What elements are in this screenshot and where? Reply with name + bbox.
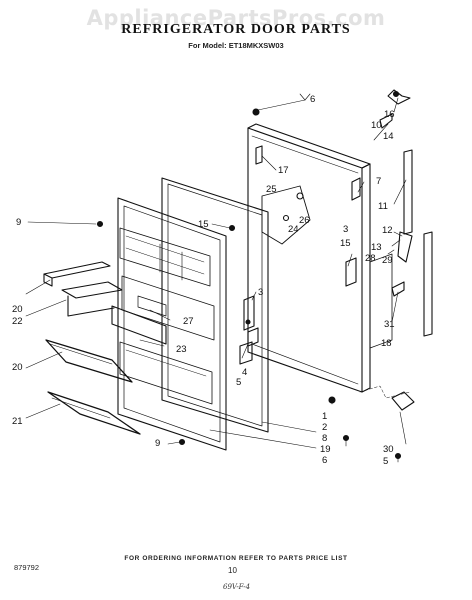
callout-17: 17 — [278, 165, 289, 176]
outer-door-panel — [247, 123, 371, 393]
callout-4: 4 — [242, 367, 247, 378]
leader-lines — [25, 93, 407, 463]
callout-28: 28 — [365, 253, 376, 264]
watermark: AppliancePartsPros.com — [86, 6, 386, 30]
callout-24: 24 — [288, 224, 299, 235]
ordering-info-note: FOR ORDERING INFORMATION REFER TO PARTS … — [124, 555, 348, 562]
door-handle-bracket — [239, 145, 361, 365]
callout-12: 12 — [382, 225, 393, 236]
inner-door-liner — [117, 197, 227, 451]
callout-7: 7 — [376, 176, 381, 187]
callout-15: 15 — [198, 219, 209, 230]
callout-11: 11 — [378, 201, 388, 212]
callout-6-lower: 6 — [322, 455, 327, 466]
callout-23: 23 — [176, 344, 187, 355]
part-callouts: 6 16 10 14 17 7 25 11 9 26 15 24 12 3 15… — [12, 94, 395, 467]
callout-21: 21 — [12, 416, 23, 427]
callout-13: 13 — [371, 242, 382, 253]
callout-3: 3 — [343, 224, 348, 235]
hinge-and-strip-parts — [359, 89, 433, 411]
cam-and-spring-assembly — [261, 185, 311, 245]
callout-20: 20 — [12, 304, 23, 315]
callout-30: 30 — [383, 444, 394, 455]
page-title: REFRIGERATOR DOOR PARTS — [121, 22, 351, 37]
callout-27: 27 — [183, 316, 194, 327]
callout-14: 14 — [383, 131, 394, 142]
callout-5-lower: 5 — [383, 456, 388, 467]
callout-29: 29 — [382, 255, 393, 266]
callout-16: 16 — [384, 109, 395, 120]
callout-5: 5 — [236, 377, 241, 388]
door-gasket — [161, 177, 269, 433]
callout-6: 6 — [310, 94, 315, 105]
callout-20-lower: 20 — [12, 362, 23, 373]
callout-3-lower: 3 — [258, 287, 263, 298]
handwritten-note: 69V-F-4 — [223, 583, 251, 591]
callout-19: 19 — [320, 444, 331, 455]
callout-10: 10 — [371, 120, 382, 131]
callout-9: 9 — [16, 217, 21, 228]
callout-31: 31 — [384, 319, 395, 330]
callout-25: 25 — [266, 184, 277, 195]
callout-1: 1 — [322, 411, 327, 422]
document-code: 879792 — [14, 563, 40, 572]
callout-15-right: 15 — [340, 238, 351, 249]
callout-22: 22 — [12, 316, 23, 327]
callout-18: 18 — [381, 338, 392, 349]
callout-8: 8 — [322, 433, 327, 444]
model-subtitle: For Model: ET18MKXSW03 — [188, 41, 284, 50]
page-number: 10 — [228, 566, 237, 575]
callout-26: 26 — [299, 215, 310, 226]
screws-and-fasteners — [96, 90, 402, 460]
callout-2: 2 — [322, 422, 327, 433]
door-shelf-bars — [43, 261, 167, 435]
callout-9-lower: 9 — [155, 438, 160, 449]
